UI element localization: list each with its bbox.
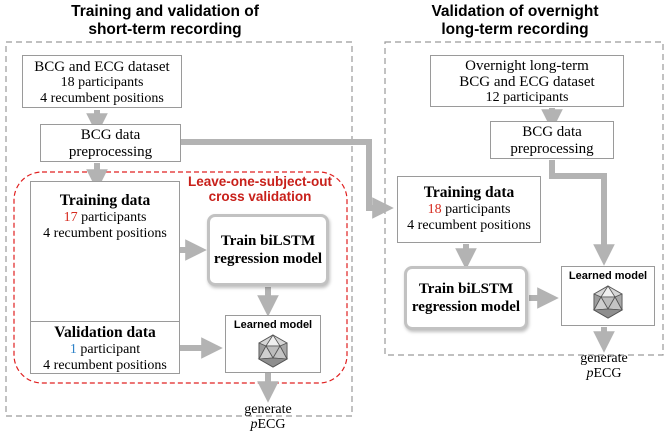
right-training-data-box: Training data 18 participants 4 recumben… [397,176,541,243]
right-panel-title: Validation of overnight long-term record… [431,3,599,38]
left-panel-title: Training and validation of short-term re… [71,3,259,38]
train-model-box: Train biLSTM regression model [207,214,329,286]
preprocessing-box: BCG data preprocessing [40,124,181,162]
right-generate-output: generate pECG [580,351,628,381]
right-learned-model-box: Learned model [561,266,655,326]
learned-model-box: Learned model [225,315,321,373]
training-data-box: Training data 17 participants 4 recumben… [30,181,180,322]
arrow-left-to-right-training [181,139,394,219]
left-panel-frame [5,41,353,417]
dataset-box: BCG and ECG dataset 18 participants 4 re… [22,55,182,108]
validation-data-box: Validation data 1 participant 4 recumben… [30,321,180,374]
cross-validation-label: Leave-one-subject-out cross validation [187,174,333,204]
cross-validation-frame [13,171,348,384]
icosahedron-icon [592,285,624,319]
right-dataset-box: Overnight long-term BCG and ECG dataset … [430,55,624,107]
icosahedron-icon [257,334,289,368]
arrow-right-preprocessing-to-learned [549,160,615,266]
generate-output: generate pECG [244,402,292,432]
right-train-model-box: Train biLSTM regression model [404,266,528,330]
right-preprocessing-box: BCG data preprocessing [490,121,614,159]
